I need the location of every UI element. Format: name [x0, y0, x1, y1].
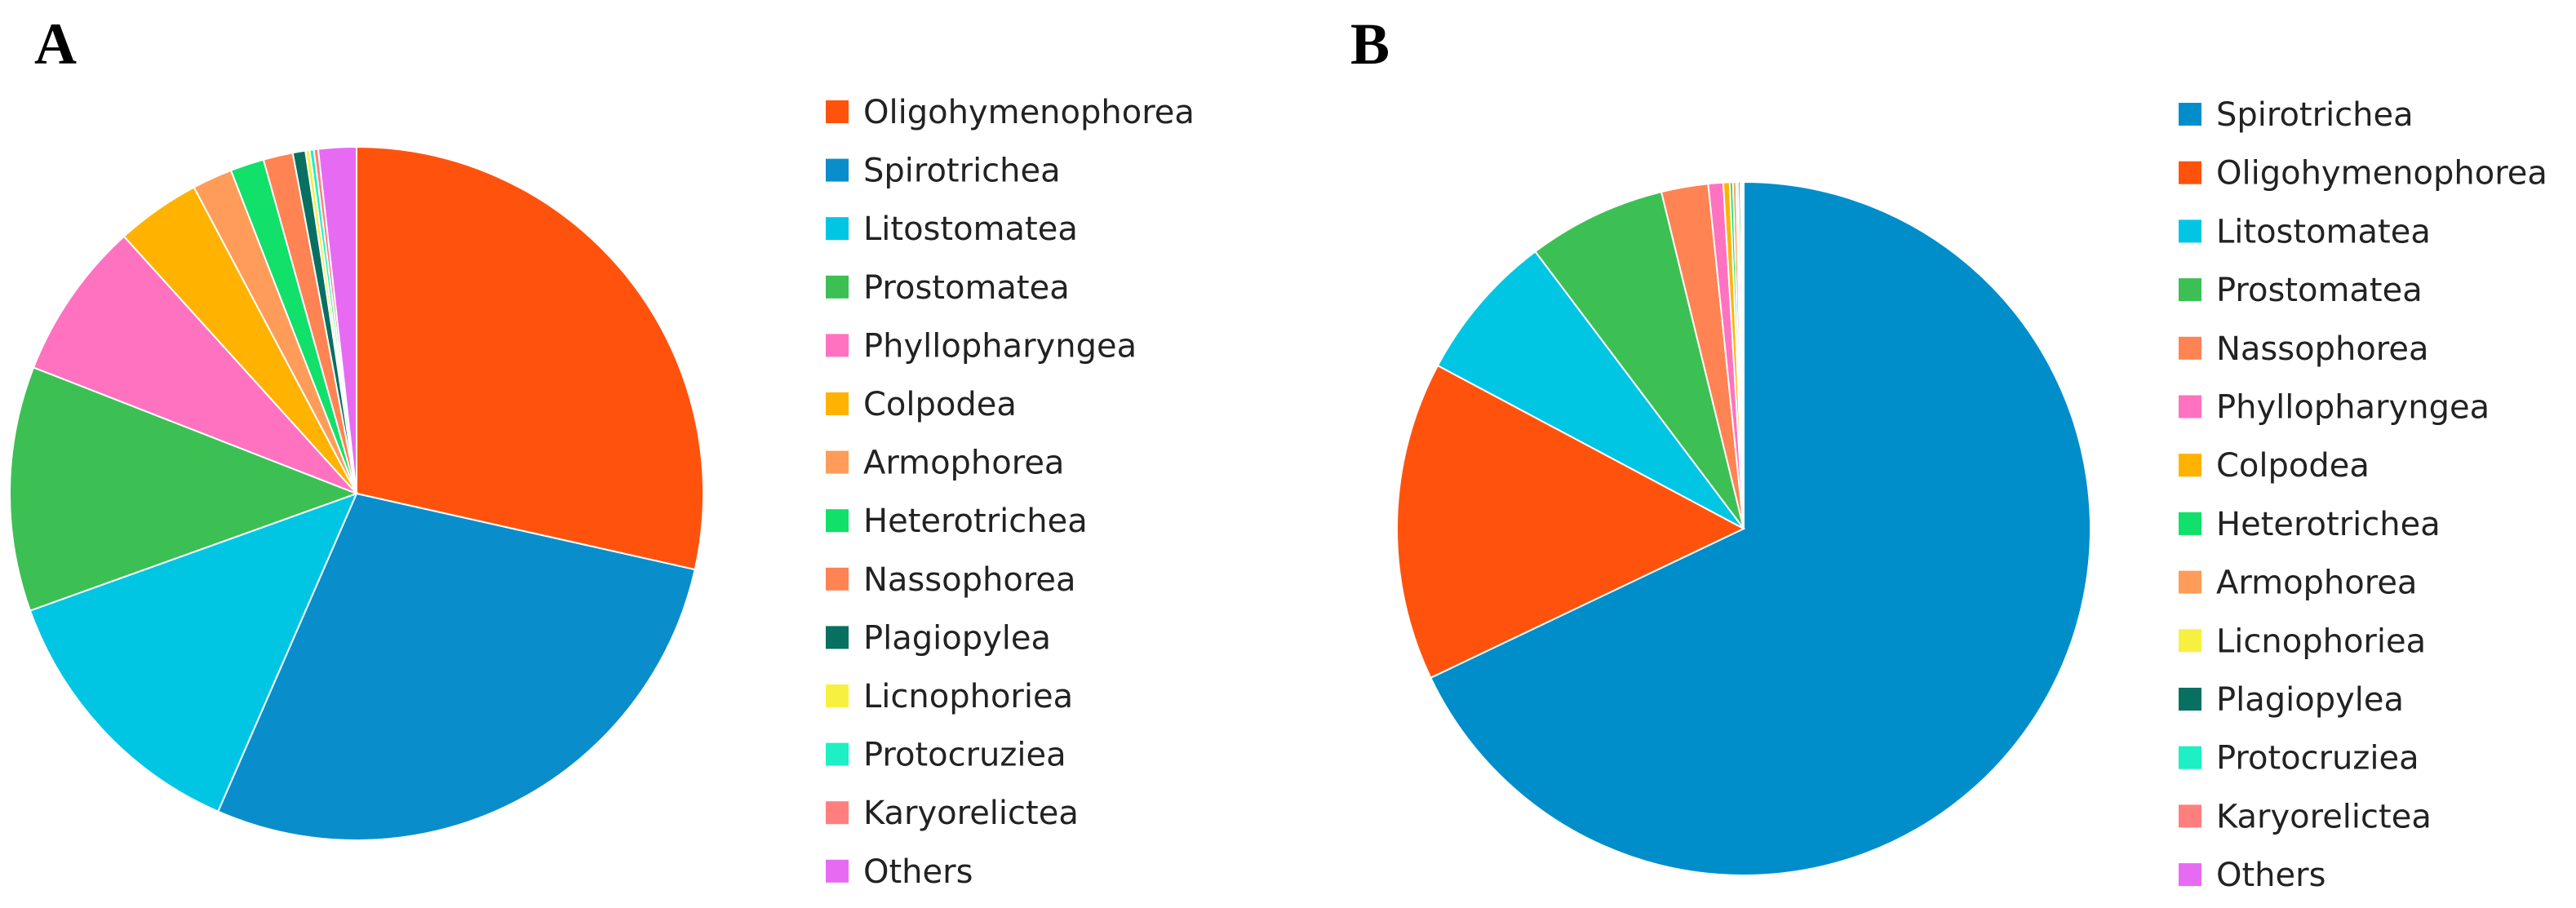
legend-label-licnophoriea: Licnophoriea [2216, 622, 2426, 660]
legend-swatch-protocruziea [2179, 746, 2201, 769]
legend-label-phyllopharyngea: Phyllopharyngea [2216, 389, 2490, 427]
legend-label-nassophorea: Nassophorea [863, 561, 1076, 599]
pie-slice-litostomatea [1436, 250, 1745, 529]
legend-swatch-armophorea [2179, 570, 2201, 594]
pie-slice-spirotrichea [216, 492, 696, 841]
legend-label-colpodea: Colpodea [2216, 447, 2370, 485]
legend-label-heterotrichea: Heterotrichea [863, 503, 1088, 540]
legend-swatch-prostomatea [826, 275, 849, 299]
legend-label-spirotrichea: Spirotrichea [2216, 96, 2414, 134]
pie-slice-litostomatea [29, 492, 358, 813]
legend-b: SpirotricheaOligohymenophoreaLitostomate… [2179, 96, 2547, 894]
legend-swatch-oligohymenophorea [826, 100, 849, 123]
legend-swatch-litostomatea [826, 217, 849, 241]
legend-swatch-licnophoriea [826, 684, 849, 707]
legend-label-litostomatea: Litostomatea [2216, 213, 2431, 250]
panel-a: A OligohymenophoreaSpirotricheaLitostoma… [9, 11, 1195, 891]
legend-label-licnophoriea: Licnophoriea [863, 678, 1073, 715]
legend-label-armophorea: Armophorea [863, 445, 1064, 482]
legend-swatch-armophorea [826, 450, 849, 474]
legend-label-plagiopylea: Plagiopylea [863, 619, 1051, 657]
pie-chart-a [9, 145, 704, 841]
legend-swatch-spirotrichea [826, 158, 849, 182]
pie-slice-oligohymenophorea [356, 145, 704, 571]
legend-swatch-phyllopharyngea [826, 334, 849, 357]
legend-swatch-plagiopylea [2179, 688, 2201, 711]
legend-swatch-others [826, 859, 849, 883]
legend-label-plagiopylea: Plagiopylea [2216, 681, 2404, 719]
pie-slice-others [1741, 180, 1745, 529]
legend-label-karyorelictea: Karyorelictea [2216, 798, 2432, 835]
legend-swatch-others [2179, 863, 2201, 887]
legend-label-oligohymenophorea: Oligohymenophorea [2216, 155, 2547, 193]
pie-slice-prostomatea [1534, 190, 1745, 529]
legend-swatch-heterotrichea [826, 509, 849, 533]
legend-label-others: Others [863, 853, 973, 891]
legend-label-armophorea: Armophorea [2216, 565, 2417, 602]
pie-slice-others [317, 145, 357, 494]
legend-swatch-karyorelictea [826, 801, 849, 825]
pie-slice-phyllopharyngea [32, 235, 357, 494]
legend-label-oligohymenophorea: Oligohymenophorea [863, 94, 1195, 131]
legend-label-colpodea: Colpodea [863, 386, 1017, 423]
panel-b-letter: B [1350, 11, 1390, 77]
legend-swatch-litostomatea [2179, 219, 2201, 243]
pie-slice-spirotrichea [1429, 180, 2091, 876]
legend-swatch-plagiopylea [826, 626, 849, 649]
legend-swatch-protocruziea [826, 742, 849, 766]
legend-swatch-phyllopharyngea [2179, 395, 2201, 419]
pie-chart-b [1396, 180, 2091, 876]
pie-slice-prostomatea [9, 366, 359, 612]
legend-swatch-oligohymenophorea [2179, 161, 2201, 184]
legend-swatch-colpodea [826, 392, 849, 415]
panel-b: B SpirotricheaOligohymenophoreaLitostoma… [1350, 11, 2547, 894]
legend-label-prostomatea: Prostomatea [863, 269, 1070, 307]
legend-label-others: Others [2216, 857, 2325, 894]
legend-label-litostomatea: Litostomatea [863, 210, 1078, 248]
legend-label-heterotrichea: Heterotrichea [2216, 506, 2441, 543]
legend-swatch-licnophoriea [2179, 629, 2201, 653]
legend-label-karyorelictea: Karyorelictea [863, 795, 1079, 832]
legend-label-phyllopharyngea: Phyllopharyngea [863, 327, 1137, 365]
panel-a-letter: A [34, 11, 77, 77]
pie-slice-oligohymenophorea [1396, 364, 1746, 680]
legend-swatch-nassophorea [826, 567, 849, 591]
legend-a: OligohymenophoreaSpirotricheaLitostomate… [826, 94, 1195, 891]
legend-swatch-spirotrichea [2179, 103, 2201, 126]
legend-label-spirotrichea: Spirotrichea [863, 153, 1061, 190]
legend-label-prostomatea: Prostomatea [2216, 272, 2423, 309]
legend-label-protocruziea: Protocruziea [2216, 740, 2419, 777]
legend-label-protocruziea: Protocruziea [863, 737, 1066, 774]
legend-label-nassophorea: Nassophorea [2216, 330, 2429, 368]
legend-swatch-karyorelictea [2179, 804, 2201, 828]
legend-swatch-prostomatea [2179, 278, 2201, 302]
legend-swatch-nassophorea [2179, 336, 2201, 360]
legend-swatch-heterotrichea [2179, 512, 2201, 535]
legend-swatch-colpodea [2179, 454, 2201, 477]
